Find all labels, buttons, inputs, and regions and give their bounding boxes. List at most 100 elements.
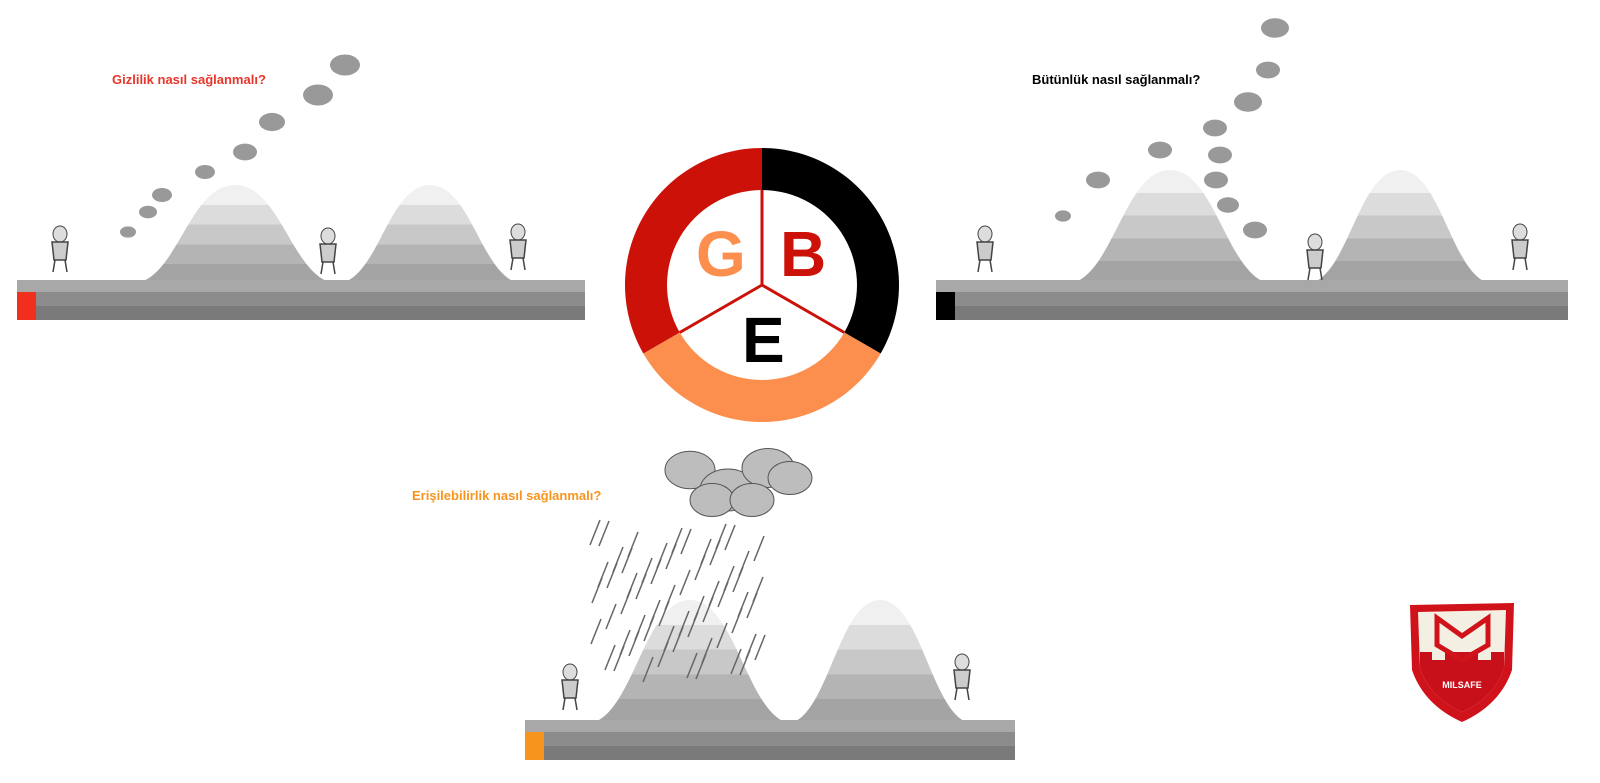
smoke-puff — [195, 165, 215, 179]
rain-streak — [754, 634, 766, 661]
rain-streak — [598, 520, 610, 547]
smoke-puff — [1203, 119, 1227, 137]
rain-streak — [686, 652, 698, 679]
person-figure — [953, 669, 971, 701]
rain-streak — [650, 558, 662, 585]
rain-cloud — [729, 483, 775, 517]
ground-mid — [525, 732, 1015, 746]
person-figure — [51, 241, 69, 273]
ground-top — [17, 280, 585, 292]
person-head — [1307, 233, 1323, 251]
rain-streak — [687, 611, 699, 638]
rain-streak — [732, 566, 744, 593]
divider-line — [678, 283, 763, 334]
person-figure — [319, 243, 337, 275]
person-head — [977, 225, 993, 243]
rain-streak — [643, 615, 655, 642]
smoke-puff — [1243, 221, 1267, 239]
person-head — [320, 227, 336, 245]
rain-cloud — [689, 483, 735, 517]
smoke-puff — [120, 226, 136, 238]
smoke-puff — [1148, 141, 1172, 159]
smoke-puff — [1261, 18, 1289, 38]
smoke-puff — [1055, 210, 1071, 222]
rain-streak — [589, 519, 601, 546]
rain-streak — [695, 653, 707, 680]
rain-streak — [680, 528, 692, 555]
hill — [585, 600, 795, 724]
rain-streak — [724, 524, 736, 551]
rain-streak — [739, 649, 751, 676]
rain-streak — [628, 630, 640, 657]
smoke-puff — [303, 84, 333, 106]
rain-streak — [605, 603, 617, 630]
ground-low — [936, 306, 1568, 320]
availability-scene — [525, 448, 1015, 760]
hill — [335, 185, 525, 284]
rain-streak — [731, 607, 743, 634]
rain-streak — [716, 622, 728, 649]
smoke-puff — [330, 54, 360, 76]
person-figure — [1511, 239, 1529, 271]
confidentiality-question: Gizlilik nasıl sağlanmalı? — [112, 72, 266, 87]
smoke-puff — [139, 205, 157, 219]
rain-streak — [702, 596, 714, 623]
rain-streak — [621, 547, 633, 574]
letter-e: E — [742, 304, 785, 376]
availability-arc — [643, 332, 881, 422]
logo-text: MILSAFE — [1442, 680, 1482, 690]
rain-cloud — [664, 450, 716, 490]
hill — [1305, 170, 1495, 284]
rain-streak — [606, 562, 618, 589]
person-head — [954, 653, 970, 671]
smoke-puff — [1204, 171, 1228, 189]
smoke-puff — [259, 112, 285, 132]
hill — [130, 185, 340, 284]
rain-streak — [590, 618, 602, 645]
rain-streak — [642, 656, 654, 683]
integrity-scene — [936, 18, 1568, 320]
rain-streak — [658, 600, 670, 627]
rain-streak — [635, 573, 647, 600]
cia-wheel — [625, 148, 899, 422]
person-figure — [509, 239, 527, 271]
person-figure — [1306, 249, 1324, 281]
rain-streak — [730, 648, 742, 675]
confidentiality-scene — [17, 54, 585, 320]
person-head — [562, 663, 578, 681]
smoke-puff — [1086, 171, 1110, 189]
smoke-puff — [1208, 146, 1232, 164]
person-head — [52, 225, 68, 243]
letter-g: G — [696, 218, 746, 290]
rain-streak — [657, 641, 669, 668]
rain-streak — [753, 535, 765, 562]
rain-streak — [717, 581, 729, 608]
smoke-puff — [1234, 92, 1262, 112]
milsafe-logo: MILSAFE — [1410, 603, 1514, 722]
rain-streak — [665, 543, 677, 570]
rain-streak — [604, 644, 616, 671]
smoke-puff — [233, 143, 257, 161]
rain-cloud — [767, 461, 813, 495]
ground-top — [525, 720, 1015, 732]
rain-streak — [679, 569, 691, 596]
color-marker — [936, 292, 955, 320]
integrity-arc — [762, 148, 899, 354]
smoke-puff — [1256, 61, 1280, 79]
availability-question: Erişilebilirlik nasıl sağlanmalı? — [412, 488, 602, 503]
smoke-puff — [152, 188, 172, 202]
ground-low — [525, 746, 1015, 760]
integrity-question: Bütünlük nasıl sağlanmalı? — [1032, 72, 1201, 87]
color-marker — [525, 732, 544, 760]
hill — [785, 600, 975, 724]
ground-mid — [936, 292, 1568, 306]
divider-line — [761, 283, 846, 334]
ground-top — [936, 280, 1568, 292]
person-figure — [561, 679, 579, 711]
rain-streak — [746, 592, 758, 619]
letter-b: B — [780, 218, 827, 290]
rain-streak — [672, 626, 684, 653]
smoke-puff — [1217, 197, 1239, 213]
rain-streak — [709, 539, 721, 566]
